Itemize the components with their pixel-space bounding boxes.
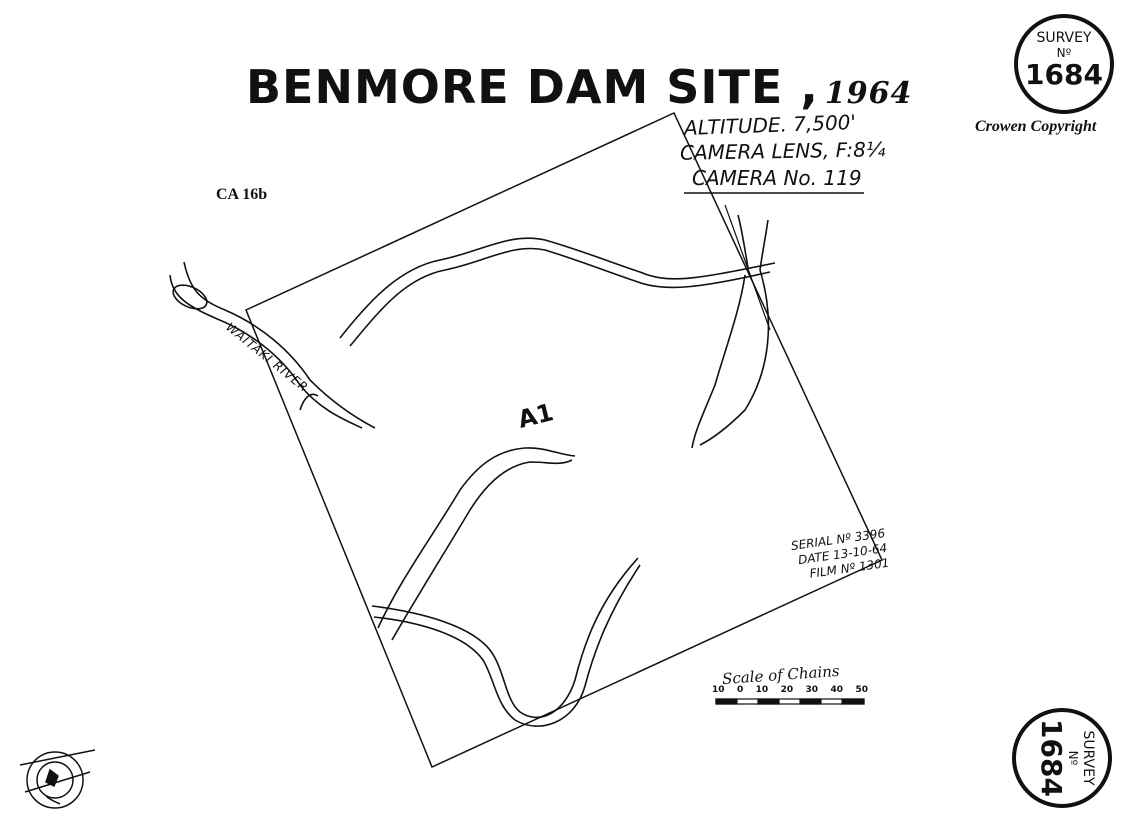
waitaki-river: [169, 261, 376, 429]
stamp-number: 1684: [1035, 719, 1068, 797]
map-title-text: BENMORE DAM SITE ,: [246, 60, 819, 114]
stamp-no-text: Nº: [1066, 750, 1080, 766]
scale-bar: [715, 698, 865, 705]
scale-tick: 30: [805, 685, 819, 695]
centre-stream: [377, 447, 576, 641]
bottom-road: [371, 557, 641, 727]
camera-lens-label: CAMERA LENS, F:8¼: [679, 137, 886, 165]
photo-coverage-boundary: [245, 112, 883, 769]
scale-ticks: 10 0 10 20 30 40 50: [712, 685, 868, 695]
map-title: BENMORE DAM SITE ,1964: [246, 60, 912, 114]
nz-aerial-mapping-logo: [19, 749, 96, 809]
copyright-note: Crowen Copyright: [975, 118, 1097, 135]
top-road: [339, 237, 776, 347]
scale-tick: 0: [736, 685, 744, 695]
stamp-survey-text: SURVEY: [1036, 30, 1092, 46]
survey-stamp-bottom: SURVEY Nº 1684: [1012, 708, 1112, 808]
right-stream: [691, 214, 770, 449]
ca-reference: CA 16b: [216, 186, 268, 203]
scale-tick: 10: [712, 685, 725, 695]
camera-number-label: CAMERA No. 119: [692, 166, 862, 190]
stamp-survey-text: SURVEY: [1080, 730, 1096, 786]
scale-tick: 20: [780, 685, 794, 695]
stamp-number: 1684: [1025, 58, 1103, 91]
scale-tick: 40: [830, 685, 844, 695]
survey-stamp-top: SURVEY Nº 1684: [1014, 14, 1114, 114]
scale-tick: 10: [755, 685, 769, 695]
stamp-no-text: Nº: [1056, 46, 1072, 60]
scale-tick: 50: [855, 685, 868, 695]
map-year: 1964: [824, 76, 913, 111]
